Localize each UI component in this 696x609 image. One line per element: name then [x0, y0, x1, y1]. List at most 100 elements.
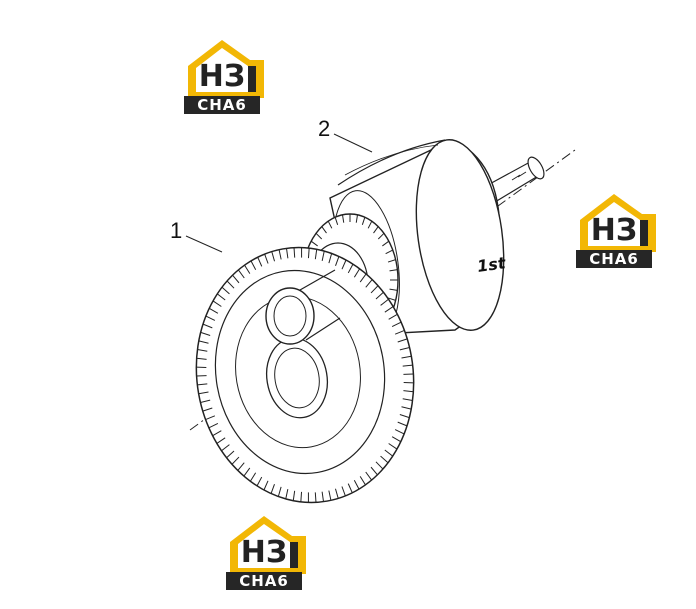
gear-tooth — [328, 253, 333, 264]
house-logo-icon — [230, 516, 306, 574]
gear-tooth — [353, 268, 361, 278]
leader-line-1 — [185, 235, 223, 253]
logo-caption: CHA6 — [576, 250, 652, 268]
gear-tooth — [278, 249, 282, 260]
watermark-logo: НЗ CHA6 — [572, 190, 656, 270]
gear-tooth — [244, 264, 251, 274]
gear-tooth — [286, 248, 289, 259]
watermark-logo: НЗ CHA6 — [222, 512, 306, 592]
gear-tooth — [300, 491, 303, 502]
gear-tooth — [391, 321, 402, 328]
gear-tooth — [389, 269, 398, 272]
gear-tooth — [249, 472, 257, 482]
gear-tooth — [387, 297, 396, 301]
gear-tooth — [380, 455, 389, 464]
gear-tooth — [221, 286, 230, 295]
gear-tooth — [293, 247, 296, 258]
clutch-drum — [329, 139, 505, 340]
logo-letters: НЗ — [198, 59, 246, 94]
gear-tooth — [263, 480, 269, 491]
gear-tooth — [389, 288, 398, 291]
gear-tooth — [402, 364, 413, 367]
gear-tooth — [198, 340, 209, 344]
gear-tooth — [321, 226, 327, 234]
gear-tooth — [375, 291, 384, 300]
gear-tooth — [334, 217, 339, 225]
gear-tooth — [197, 349, 208, 352]
gear-tooth — [216, 437, 226, 444]
gear-tooth — [397, 421, 408, 427]
gear-tooth — [212, 430, 222, 437]
gear-tooth — [397, 338, 408, 343]
gear-tooth — [226, 280, 235, 289]
gear-tooth — [388, 313, 398, 320]
gear-tooth — [327, 220, 333, 229]
gear-tooth — [355, 214, 359, 223]
gear-tooth — [202, 323, 213, 329]
gear-tooth — [382, 240, 390, 247]
gear-tooth — [341, 486, 346, 497]
gear-tooth — [196, 357, 207, 360]
gear-tooth — [285, 489, 289, 500]
gear-tooth — [198, 391, 209, 395]
gear-tooth — [264, 253, 269, 264]
hub-bushing — [265, 269, 341, 345]
gear-tooth — [205, 415, 216, 421]
gear-tooth — [359, 476, 366, 486]
logo-caption: CHA6 — [184, 96, 260, 114]
gear-tooth — [231, 456, 240, 465]
gear-tooth — [208, 422, 219, 429]
gear-tooth — [391, 436, 402, 443]
logo-letters: НЗ — [240, 535, 288, 570]
gear-tooth — [401, 406, 412, 410]
gear-tooth — [205, 315, 216, 321]
gear-tooth — [385, 249, 393, 255]
gear-tooth — [347, 483, 353, 493]
logo-caption: CHA6 — [226, 572, 302, 590]
gear-tooth — [367, 220, 373, 229]
gear-tooth — [208, 307, 219, 314]
gear-tooth — [402, 398, 413, 401]
drum-marking: 1st — [476, 253, 508, 276]
gear-tooth — [384, 306, 394, 313]
gear-tooth — [321, 491, 324, 502]
house-logo-icon — [580, 194, 656, 252]
gear-tooth — [250, 260, 257, 270]
gear-tooth — [307, 248, 310, 259]
gear-tooth — [361, 217, 366, 225]
gear-tooth — [237, 462, 245, 471]
gear-tooth — [321, 250, 325, 261]
gear-tooth — [370, 466, 378, 476]
gear-tooth — [256, 476, 263, 487]
gear-tooth — [200, 399, 211, 403]
gear-tooth — [328, 490, 332, 501]
gear-tooth — [243, 467, 251, 477]
gear-tooth — [202, 407, 213, 412]
gear-tooth — [315, 232, 323, 240]
gear-tooth — [399, 347, 410, 351]
gear-tooth — [277, 486, 282, 497]
gear-tooth — [270, 483, 275, 494]
gear-tooth — [341, 214, 345, 223]
logo-letters: НЗ — [590, 213, 638, 248]
gear-tooth — [217, 293, 226, 301]
watermark-logo: НЗ CHA6 — [180, 36, 264, 116]
gear-tooth — [375, 461, 384, 470]
gear-tooth — [353, 480, 360, 490]
gear-tooth — [271, 251, 276, 262]
callout-1: 1 — [170, 218, 183, 243]
gear-tooth — [221, 444, 230, 452]
gear-tooth — [341, 259, 347, 270]
gear-tooth — [226, 450, 235, 459]
gear-tooth — [347, 263, 354, 274]
gear-tooth — [373, 226, 379, 234]
gear-tooth — [401, 355, 412, 359]
leader-line-2 — [333, 133, 373, 153]
gear-tooth — [387, 259, 396, 263]
gear-tooth — [403, 390, 414, 393]
gear-tooth — [365, 471, 373, 481]
gear-tooth — [384, 449, 393, 457]
gear-tooth — [237, 269, 245, 279]
gear-tooth — [335, 256, 340, 267]
